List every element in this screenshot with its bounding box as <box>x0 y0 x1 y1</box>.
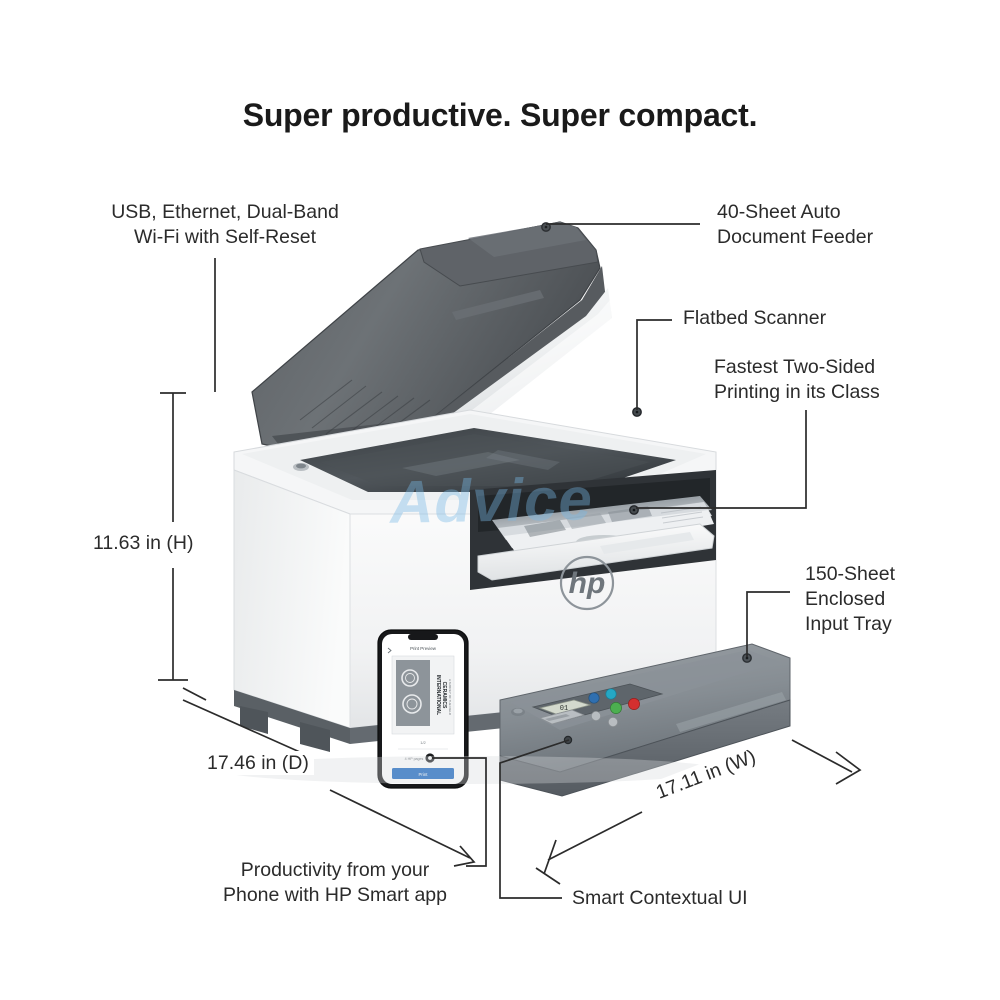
svg-text:4 HP pages: 4 HP pages <box>405 757 424 761</box>
callout-hp-smart-app: Productivity from your Phone with HP Sma… <box>222 859 447 906</box>
svg-text:1/2: 1/2 <box>420 740 426 745</box>
info-button <box>588 692 600 704</box>
dimension-depth: 17.46 in (D) <box>202 751 314 775</box>
wireless-button <box>605 688 617 700</box>
svg-text:Print Preview: Print Preview <box>410 646 437 651</box>
cancel-button <box>628 698 640 710</box>
watermark: Advice <box>389 465 594 536</box>
callout-flatbed-scanner: Flatbed Scanner <box>683 307 827 329</box>
back-button <box>591 711 601 721</box>
callout-connectivity: USB, Ethernet, Dual-Band Wi-Fi with Self… <box>111 201 339 248</box>
svg-text:Print: Print <box>418 772 428 777</box>
callout-two-sided-printing: Fastest Two-Sided Printing in its Class <box>714 356 880 403</box>
svg-text:INTERNATIONAL: INTERNATIONAL <box>435 675 441 715</box>
hp-logo: hp <box>569 567 606 600</box>
smartphone-hp-smart-app: Print Preview INTERNATIONAL CERAMICS A S… <box>377 629 469 789</box>
callout-auto-document-feeder: 40-Sheet Auto Document Feeder <box>717 201 874 248</box>
control-panel-display: 01 <box>560 705 568 713</box>
callout-input-tray: 150-Sheet Enclosed Input Tray <box>805 563 895 635</box>
svg-text:CERAMICS: CERAMICS <box>441 682 447 709</box>
svg-text:A SURVEY OF THE FIELD: A SURVEY OF THE FIELD <box>448 679 452 716</box>
page-title: Super productive. Super compact. <box>242 97 758 133</box>
dimension-height: 11.63 in (H) <box>88 531 199 555</box>
callout-smart-contextual-ui: Smart Contextual UI <box>572 887 748 909</box>
start-copy-button <box>610 702 622 714</box>
menu-button <box>608 717 618 727</box>
